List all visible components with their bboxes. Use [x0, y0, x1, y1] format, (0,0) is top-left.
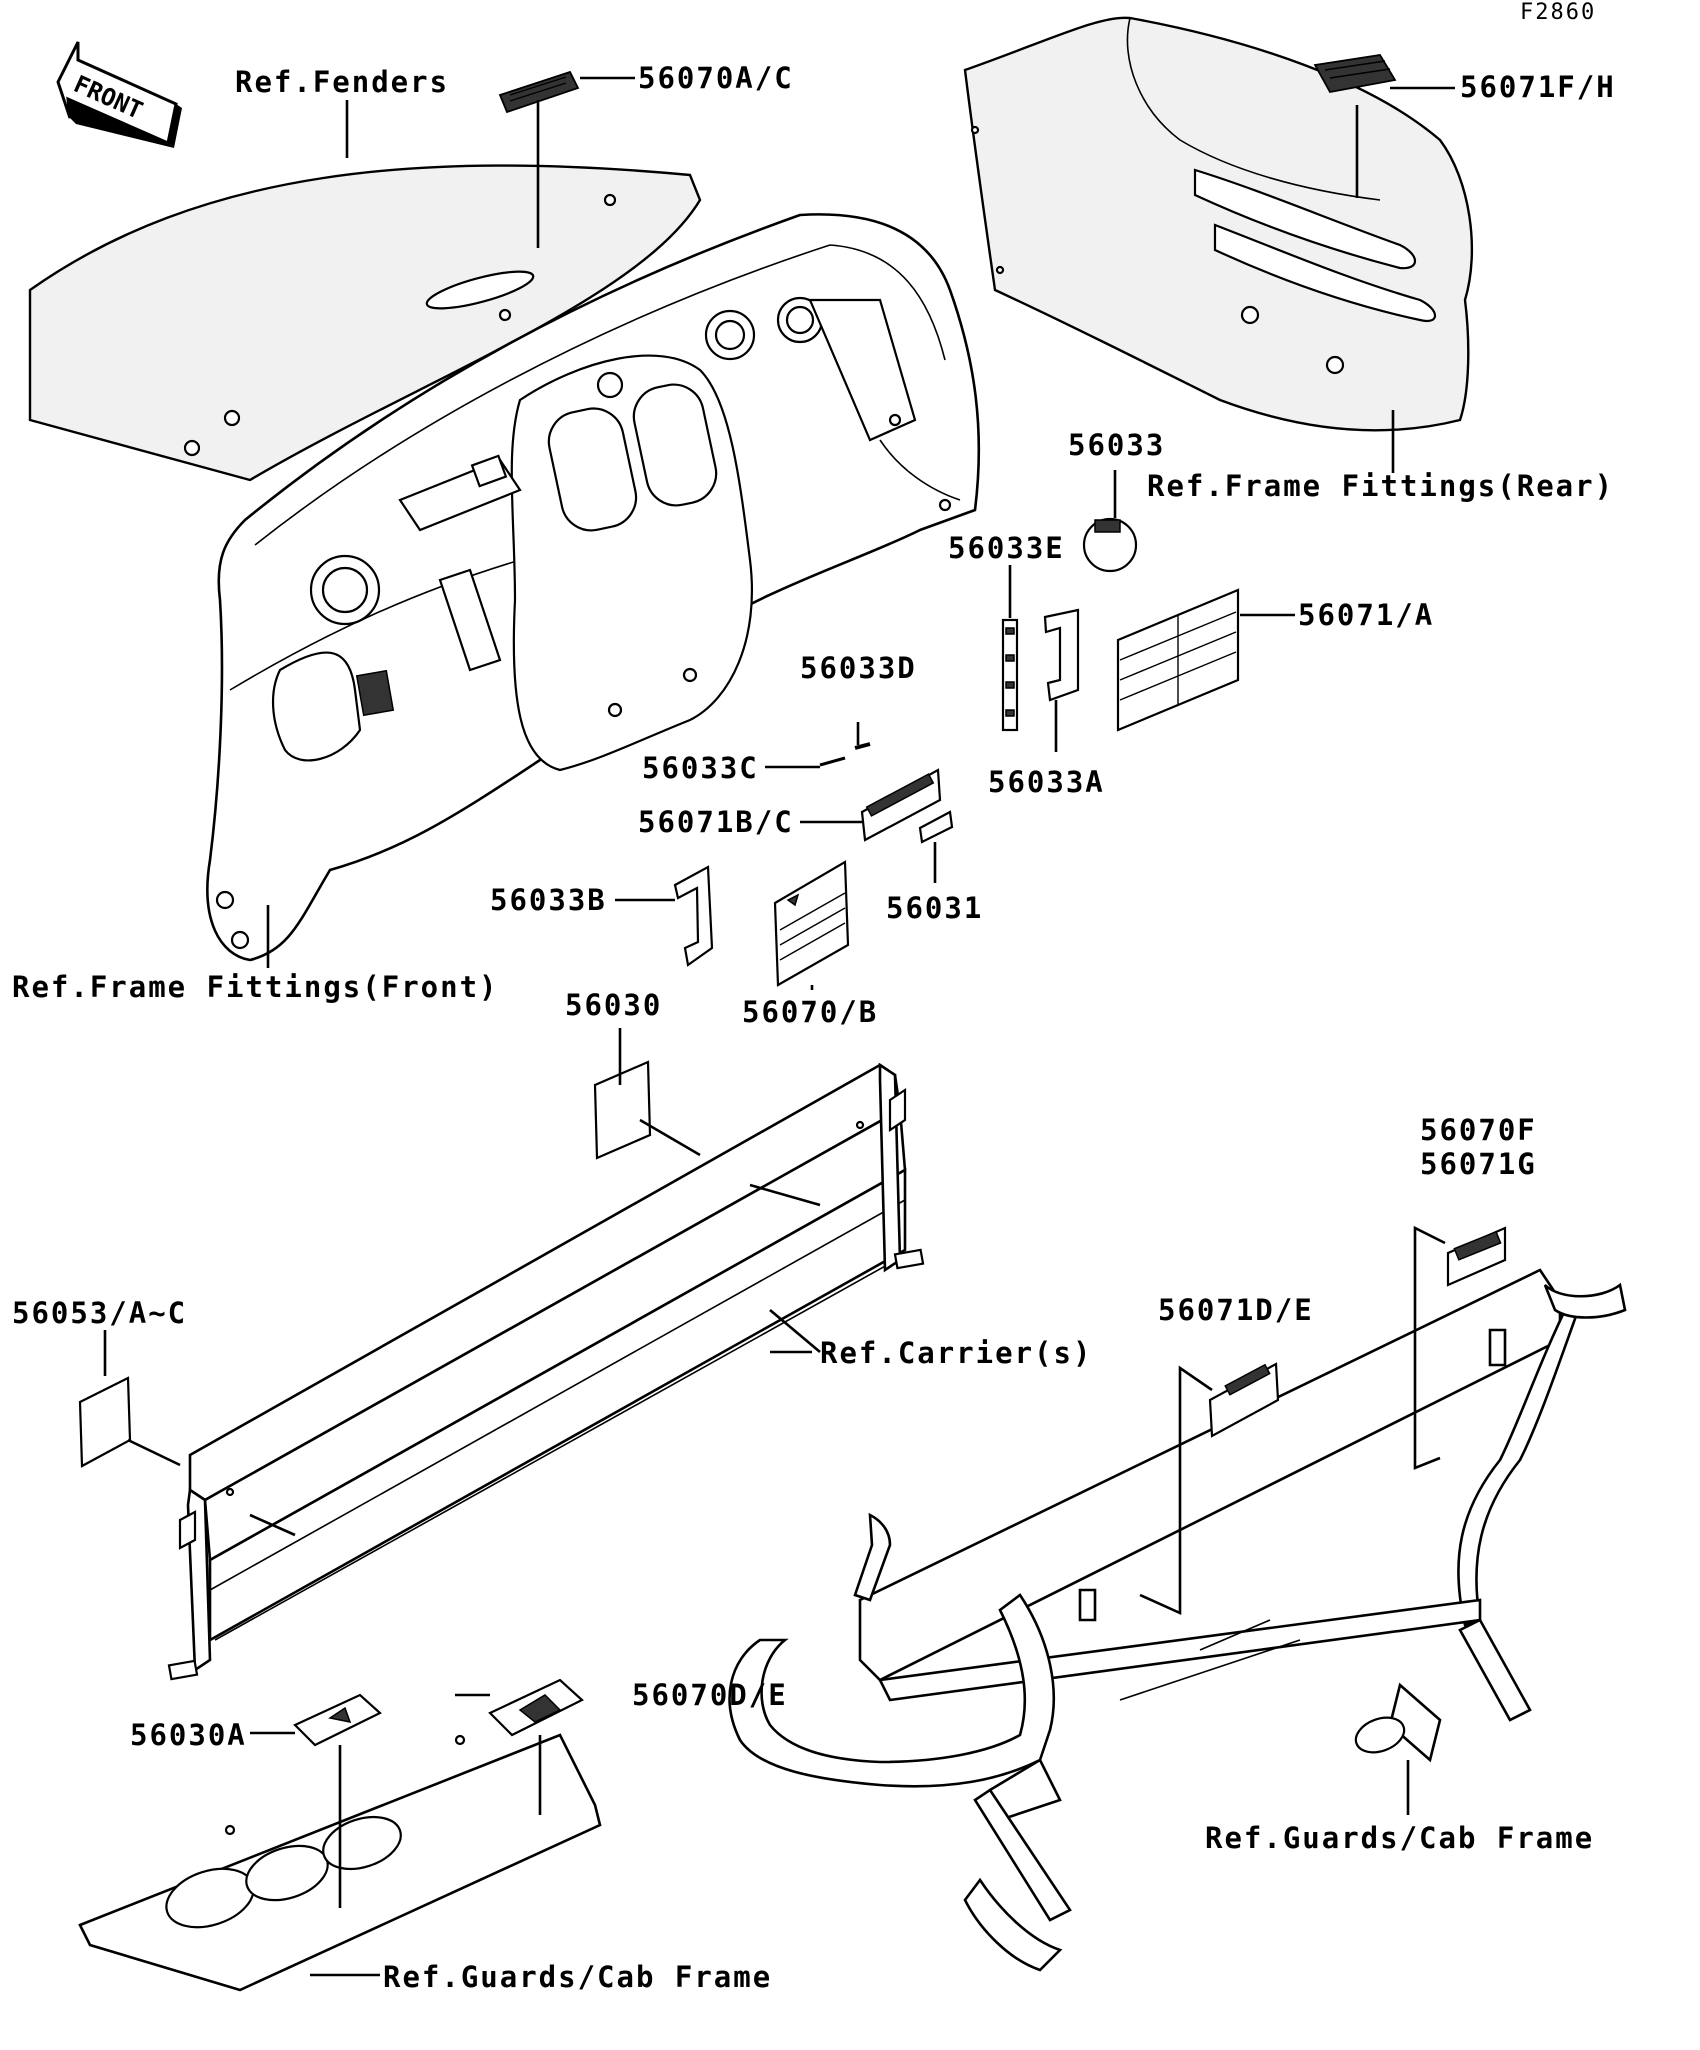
rear-frame-panel: [963, 16, 1474, 432]
decal-56033b[interactable]: [673, 865, 714, 967]
label-ref-frame-rear: Ref.Frame Fittings(Rear): [1147, 469, 1614, 503]
carrier-gate: [167, 1062, 925, 1681]
decal-56070ac[interactable]: [498, 70, 580, 114]
front-fender-panel: [28, 164, 702, 482]
label-56033[interactable]: 56033: [1068, 428, 1165, 462]
decal-56033a[interactable]: [1043, 608, 1080, 702]
label-56030[interactable]: 56030: [565, 988, 662, 1022]
decal-56030a[interactable]: [293, 1693, 382, 1747]
front-arrow-icon: FRONT: [56, 41, 182, 148]
decal-56033d[interactable]: [854, 742, 871, 750]
leader-lines: [103, 76, 1455, 1977]
label-56070ac[interactable]: 56070A/C: [638, 61, 794, 95]
figure-code: F2860: [1520, 0, 1596, 25]
label-56033e[interactable]: 56033E: [948, 531, 1065, 565]
label-56033c[interactable]: 56033C: [642, 751, 759, 785]
cab-frame: [728, 1268, 1627, 1972]
label-ref-guards-right: Ref.Guards/Cab Frame: [1205, 1821, 1594, 1855]
label-56071a[interactable]: 56071/A: [1298, 598, 1434, 632]
decal-56070b[interactable]: [773, 860, 850, 987]
label-56033d[interactable]: 56033D: [800, 651, 917, 685]
label-56030a[interactable]: 56030A: [130, 1718, 247, 1752]
label-56070de[interactable]: 56070D/E: [632, 1678, 788, 1712]
label-56071g[interactable]: 56071G: [1420, 1147, 1537, 1181]
dashboard-panel: [206, 213, 981, 962]
label-56071de[interactable]: 56071D/E: [1158, 1293, 1314, 1327]
decal-56033e[interactable]: [1001, 618, 1019, 732]
label-56033b[interactable]: 56033B: [490, 883, 607, 917]
label-56053ac[interactable]: 56053/A~C: [12, 1296, 187, 1330]
decal-56071bc[interactable]: [860, 768, 942, 842]
label-ref-fenders: Ref.Fenders: [235, 65, 449, 99]
decal-56070f-56071g[interactable]: [1446, 1226, 1507, 1287]
callout-labels: Ref.Fenders 56070A/C 56071F/H 56033 Ref.…: [12, 61, 1616, 1994]
label-56031[interactable]: 56031: [886, 891, 983, 925]
decal-56071de[interactable]: [1208, 1362, 1280, 1438]
decal-56030[interactable]: [593, 1060, 652, 1160]
decal-56033[interactable]: [1082, 517, 1138, 573]
label-56071fh[interactable]: 56071F/H: [1460, 70, 1616, 104]
label-56070f[interactable]: 56070F: [1420, 1113, 1537, 1147]
label-ref-frame-front: Ref.Frame Fittings(Front): [12, 970, 499, 1004]
decal-56033c[interactable]: [819, 756, 846, 767]
decal-56071a[interactable]: [1116, 588, 1240, 732]
decal-56031[interactable]: [918, 810, 954, 844]
decal-56071fh[interactable]: [1313, 54, 1397, 94]
label-ref-guards-left: Ref.Guards/Cab Frame: [383, 1960, 772, 1994]
label-ref-carrier: Ref.Carrier(s): [820, 1336, 1092, 1370]
label-56033a[interactable]: 56033A: [988, 765, 1105, 799]
label-56070b[interactable]: 56070/B: [742, 995, 878, 1029]
label-56071bc[interactable]: 56071B/C: [638, 805, 794, 839]
decal-56053ac[interactable]: [78, 1376, 132, 1468]
decal-56070de[interactable]: [488, 1678, 584, 1737]
